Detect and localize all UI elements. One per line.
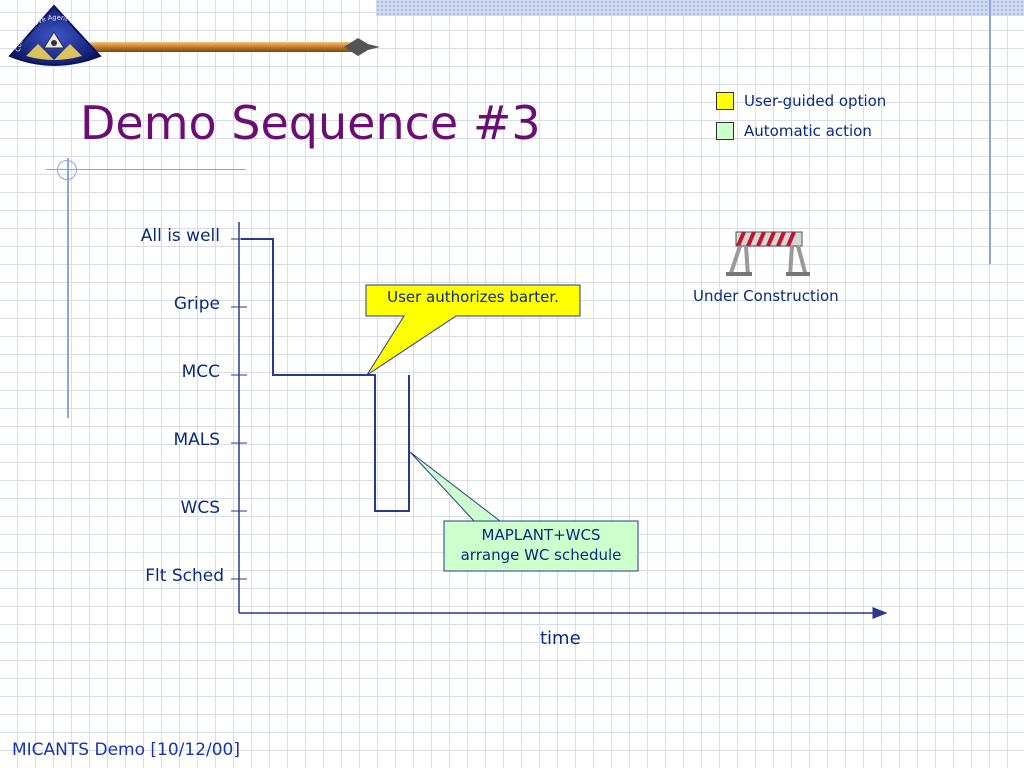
under-construction-label: Under Construction: [693, 287, 839, 305]
legend-swatch-green: [716, 122, 734, 140]
x-axis-label: time: [540, 628, 581, 649]
logo-bar: [86, 42, 356, 52]
sequence-path: [241, 238, 410, 512]
lane-label-flt-sched: Flt Sched: [145, 566, 224, 586]
logo: Collaborative Agent-Based Computing Envi…: [6, 4, 380, 66]
auto-callout-line-1: MAPLANT+WCS: [481, 526, 601, 544]
logo-shield-accent: [26, 44, 82, 60]
auto-callout-shape: [409, 451, 639, 572]
legend-item-user-guided: User-guided option: [716, 92, 886, 110]
top-decorative-band: [376, 0, 1024, 16]
logo-eye-icon: [51, 40, 57, 46]
lane-label-mcc: MCC: [181, 362, 220, 382]
footer-text: MICANTS Demo [10/12/00]: [12, 740, 241, 760]
logo-pointer-icon: [344, 38, 380, 56]
right-decorative-line: [989, 0, 991, 264]
title-crosshair-icon: [57, 160, 77, 180]
title-underline: [46, 169, 246, 170]
lane-label-mals: MALS: [173, 430, 220, 450]
user-callout-text: User authorizes barter.: [387, 288, 559, 306]
lane-label-all-is-well: All is well: [140, 226, 220, 246]
legend-label: Automatic action: [744, 122, 872, 140]
left-decorative-line: [67, 158, 69, 418]
legend-label: User-guided option: [744, 92, 887, 110]
user-callout-shape: [365, 284, 581, 376]
construction-barrier-icon: [726, 231, 810, 277]
auto-callout-line-2: arrange WC schedule: [460, 546, 622, 564]
lane-label-wcs: WCS: [180, 498, 220, 518]
legend: User-guided option Automatic action: [716, 92, 886, 140]
legend-item-automatic: Automatic action: [716, 122, 886, 140]
page-title: Demo Sequence #3: [80, 96, 541, 150]
auto-callout-text: MAPLANT+WCS arrange WC schedule: [444, 525, 638, 565]
lane-label-gripe: Gripe: [173, 294, 220, 314]
legend-swatch-yellow: [716, 92, 734, 110]
